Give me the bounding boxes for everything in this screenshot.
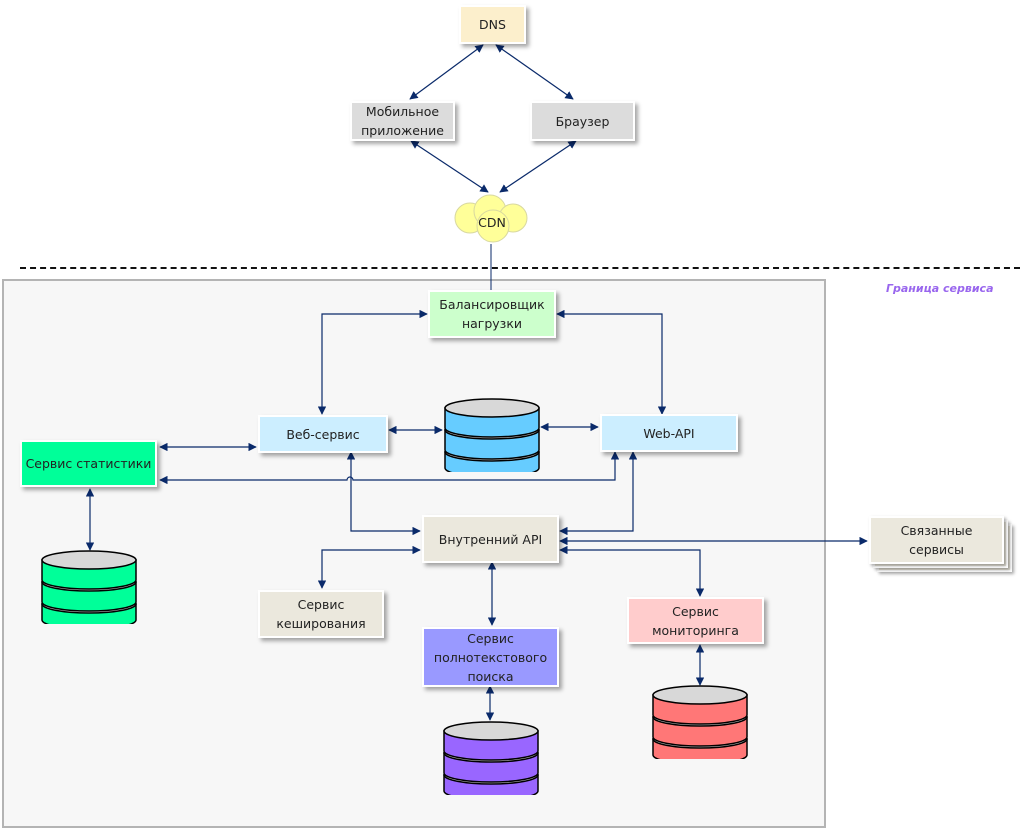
cdn-label: CDN [478,214,506,230]
internal-api-node[interactable]: Внутренний API [422,515,559,563]
monitoring-service-node[interactable]: Сервис мониторинга [627,597,764,644]
edge-internal-webservice [346,451,421,536]
edge-balancer-webservice [317,309,428,415]
related-services-node[interactable]: Связанные сервисы [869,516,1012,572]
dns-node[interactable]: DNS [459,5,526,44]
db-top [652,685,748,705]
edge-dns-browser [495,44,574,100]
edge-internal-cache [317,545,421,589]
db-top [41,550,137,570]
stats-service-node[interactable]: Сервис статистики [20,440,157,487]
db-top [444,398,540,418]
load-balancer-node[interactable]: Балансировщик нагрузки [428,290,556,338]
edge-internal-monitoring [559,545,705,597]
edge-stats-webapi [159,451,620,485]
database-fulltext-icon[interactable] [442,721,540,795]
cache-service-node[interactable]: Сервис кеширования [258,590,384,638]
mobile-app-node[interactable]: Мобильное приложение [350,101,455,141]
database-monitoring-icon[interactable] [651,685,749,759]
web-api-node[interactable]: Web-API [600,414,738,452]
related-services-label: Связанные сервисы [869,516,1004,564]
edge-internal-webapi [559,451,638,536]
boundary-label: Граница сервиса [886,282,994,295]
boundary-dashed-line [20,267,1020,269]
browser-node[interactable]: Браузер [530,101,635,141]
edge-browser-cdn [499,140,577,193]
edge-balancer-webapi [556,309,667,415]
database-stats-icon[interactable] [40,550,138,624]
cdn-cloud-icon [454,194,528,243]
db-top [443,721,539,741]
edge-mobile-cdn [410,140,489,193]
database-main-icon[interactable] [443,398,541,472]
fulltext-search-node[interactable]: Сервис полнотекстового поиска [422,627,559,687]
web-service-node[interactable]: Веб-сервис [258,415,388,453]
edge-dns-mobile [409,44,484,100]
